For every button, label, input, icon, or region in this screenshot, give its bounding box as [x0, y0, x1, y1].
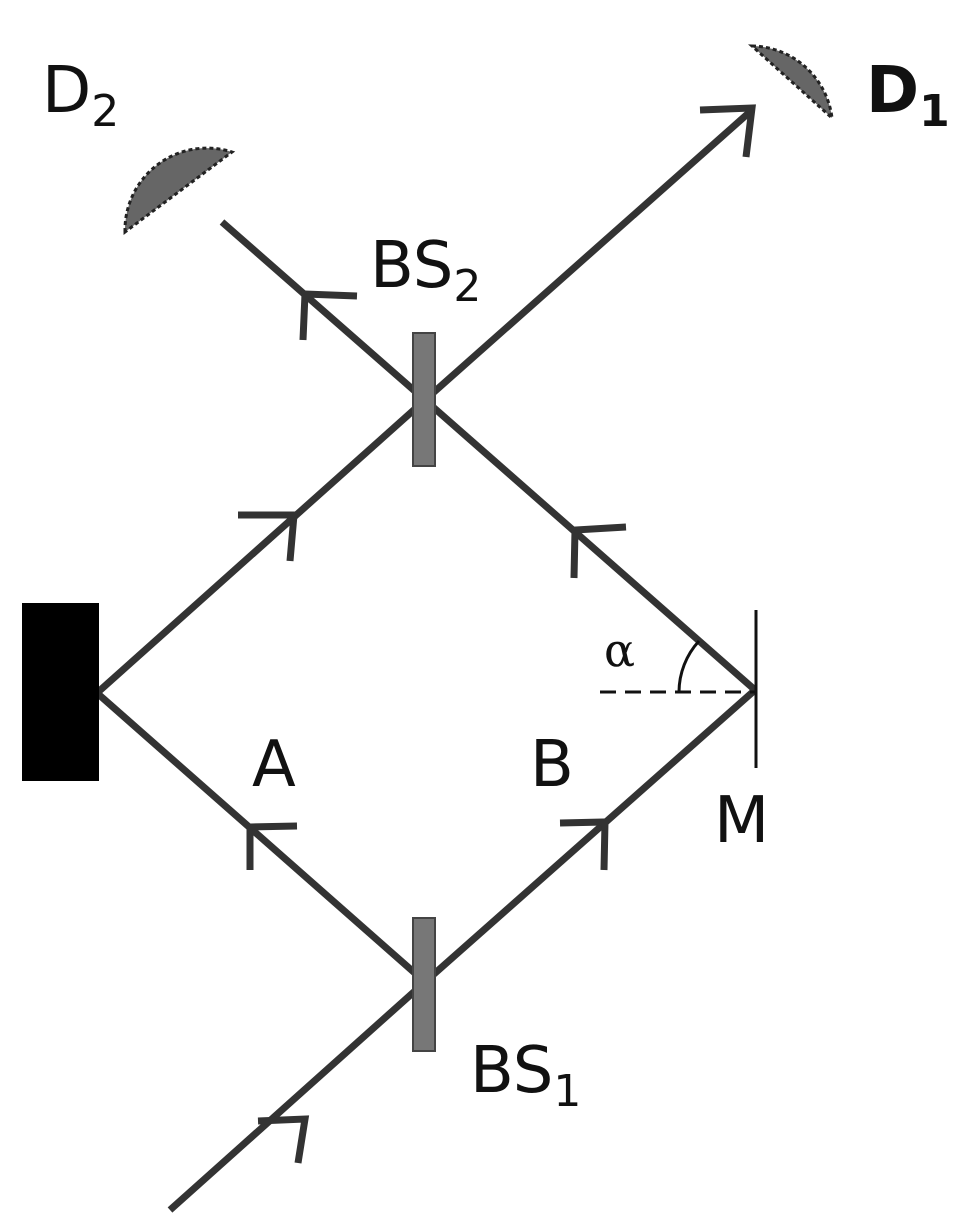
arrow-path-b-upper	[570, 523, 627, 579]
label-path-a: A	[252, 728, 296, 802]
label-bs1: BS1	[470, 1034, 581, 1117]
input-beam	[167, 979, 428, 1213]
path-a-beam-upper	[94, 397, 428, 696]
direction-arrows	[238, 104, 756, 1164]
path-b-beam-lower	[422, 687, 758, 985]
label-angle-alpha: α	[604, 623, 635, 677]
output-beam-d2	[219, 219, 428, 403]
beam-splitter-1	[412, 917, 436, 1052]
path-a-beam-lower	[94, 690, 428, 985]
phase-block	[22, 603, 99, 781]
arrow-output-d1	[699, 104, 756, 158]
path-b-beam-upper	[422, 397, 758, 693]
label-mirror-m: M	[714, 784, 769, 858]
arrow-input	[257, 1115, 310, 1164]
arrow-output-d2	[299, 290, 358, 341]
label-d2: D2	[42, 54, 119, 137]
arrow-path-b-lower	[559, 818, 609, 871]
output-beam-d1	[422, 107, 755, 403]
detector-d1	[748, 44, 834, 122]
label-d1: D1	[866, 54, 950, 137]
arrow-path-a-upper	[238, 511, 298, 562]
arrow-path-a-lower	[246, 822, 298, 870]
beams	[94, 107, 758, 1213]
label-path-b: B	[530, 728, 574, 802]
label-bs2: BS2	[370, 229, 481, 312]
detector-d2	[123, 146, 236, 235]
beam-splitter-2	[412, 332, 436, 467]
angle-arc	[677, 639, 701, 693]
